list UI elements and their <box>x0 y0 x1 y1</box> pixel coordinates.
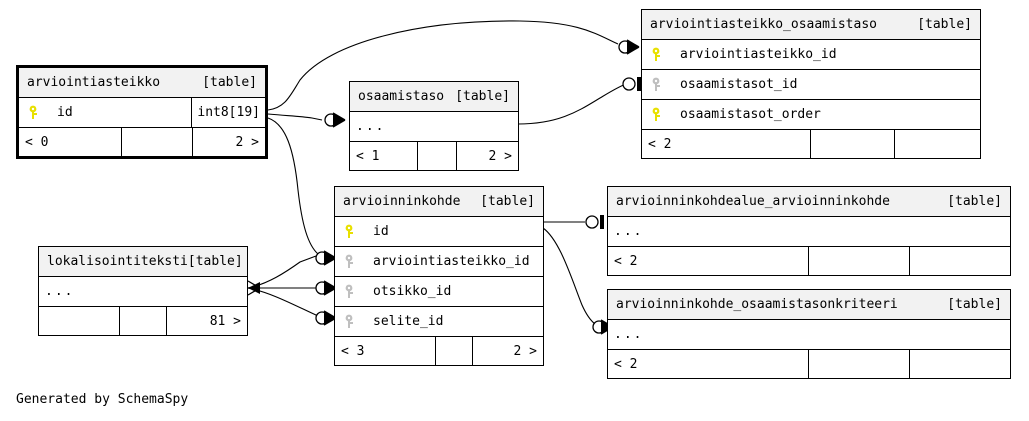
column-name: osaamistasot_order <box>680 107 821 122</box>
table-header: arvioinninkohdealue_arvioinninkohde [tab… <box>608 187 1010 217</box>
table-osaamistaso[interactable]: osaamistaso [table] ... < 1 2 > <box>349 81 519 171</box>
table-row[interactable]: otsikko_id <box>335 277 543 307</box>
table-tag: [table] <box>202 75 257 90</box>
table-tag: [table] <box>917 17 972 32</box>
table-row[interactable]: arviointiasteikko_id <box>642 40 980 70</box>
table-header: osaamistaso [table] <box>350 82 518 112</box>
table-row[interactable]: selite_id <box>335 307 543 337</box>
footer-mid <box>435 337 473 365</box>
footer-children[interactable]: 2 > <box>235 134 259 150</box>
table-arviointiasteikko_osaamistaso[interactable]: arviointiasteikko_osaamistaso [table] ar… <box>641 9 981 159</box>
table-title: arvioinninkohde_osaamistasonkriteeri <box>616 297 898 312</box>
footer-parents[interactable]: < 3 <box>341 343 365 359</box>
table-footer: < 0 2 > <box>19 128 265 156</box>
footer-mid <box>810 130 895 158</box>
footer-mid <box>121 128 193 156</box>
table-footer: < 1 2 > <box>350 142 518 170</box>
foreign-key-icon <box>339 284 363 300</box>
column-name: arviointiasteikko_id <box>373 254 530 269</box>
footer-children[interactable]: 2 > <box>513 343 537 359</box>
collapsed-columns[interactable]: ... <box>39 277 247 307</box>
footer-parents[interactable]: < 2 <box>614 356 638 372</box>
generated-by-credit: Generated by SchemaSpy <box>16 392 189 407</box>
footer-mid <box>417 142 457 170</box>
table-arviointiasteikko[interactable]: arviointiasteikko [table] id int8[19] < … <box>16 65 268 159</box>
table-title: osaamistaso <box>358 89 445 104</box>
footer-children[interactable] <box>910 350 1010 378</box>
foreign-key-icon <box>339 314 363 330</box>
table-footer: < 2 <box>642 130 980 158</box>
table-arvioinninkohde[interactable]: arvioinninkohde [table] id arviointiaste… <box>334 186 544 366</box>
footer-mid <box>119 307 167 335</box>
primary-key-icon <box>23 105 47 121</box>
footer-parents[interactable]: < 0 <box>25 134 49 150</box>
table-header: lokalisointiteksti [table] <box>39 247 247 277</box>
column-name: selite_id <box>373 314 444 329</box>
table-footer: < 2 <box>608 247 1010 275</box>
footer-mid <box>808 247 910 275</box>
table-title: arviointiasteikko_osaamistaso <box>650 17 877 32</box>
footer-children[interactable]: 81 > <box>209 313 241 329</box>
table-row[interactable]: id int8[19] <box>19 98 265 128</box>
column-name: osaamistasot_id <box>680 77 798 92</box>
table-arvioinninkohde_osaamistasonkriteeri[interactable]: arvioinninkohde_osaamistasonkriteeri [ta… <box>607 289 1011 379</box>
column-name: otsikko_id <box>373 284 452 299</box>
table-title: arvioinninkohde <box>343 194 461 209</box>
footer-children[interactable]: 2 > <box>488 148 512 164</box>
footer-children[interactable] <box>910 247 1010 275</box>
table-header: arvioinninkohde_osaamistasonkriteeri [ta… <box>608 290 1010 320</box>
table-footer: < 2 <box>608 350 1010 378</box>
collapsed-columns[interactable]: ... <box>608 217 1010 247</box>
table-row[interactable]: arviointiasteikko_id <box>335 247 543 277</box>
primary-key-icon <box>339 224 363 240</box>
footer-children[interactable] <box>895 130 980 158</box>
table-tag: [table] <box>947 194 1002 209</box>
column-name: arviointiasteikko_id <box>680 47 837 62</box>
table-title: lokalisointiteksti <box>47 254 188 269</box>
column-name: id <box>373 224 389 239</box>
table-tag: [table] <box>947 297 1002 312</box>
table-header: arviointiasteikko_osaamistaso [table] <box>642 10 980 40</box>
table-tag: [table] <box>187 254 243 269</box>
table-title: arvioinninkohdealue_arvioinninkohde <box>616 194 890 209</box>
footer-parents[interactable]: < 2 <box>648 136 672 152</box>
collapsed-columns[interactable]: ... <box>608 320 1010 350</box>
table-footer: 81 > <box>39 307 247 335</box>
table-row[interactable]: osaamistasot_order <box>642 100 980 130</box>
table-header: arvioinninkohde [table] <box>335 187 543 217</box>
table-header: arviointiasteikko [table] <box>19 68 265 98</box>
table-footer: < 3 2 > <box>335 337 543 365</box>
primary-key-icon <box>646 107 670 123</box>
footer-parents[interactable] <box>39 307 119 335</box>
foreign-key-icon <box>339 254 363 270</box>
footer-mid <box>808 350 910 378</box>
table-tag: [table] <box>455 89 510 104</box>
table-tag: [table] <box>480 194 535 209</box>
primary-key-icon <box>646 47 670 63</box>
column-type: int8[19] <box>191 98 265 127</box>
table-row[interactable]: id <box>335 217 543 247</box>
foreign-key-icon <box>646 77 670 93</box>
table-row[interactable]: osaamistasot_id <box>642 70 980 100</box>
table-title: arviointiasteikko <box>27 75 161 90</box>
collapsed-columns[interactable]: ... <box>350 112 518 142</box>
table-arvioinninkohdealue_arvioinninkohde[interactable]: arvioinninkohdealue_arvioinninkohde [tab… <box>607 186 1011 276</box>
footer-parents[interactable]: < 2 <box>614 253 638 269</box>
column-name: id <box>57 105 73 120</box>
footer-parents[interactable]: < 1 <box>356 148 380 164</box>
table-lokalisointiteksti[interactable]: lokalisointiteksti [table] ... 81 > <box>38 246 248 336</box>
